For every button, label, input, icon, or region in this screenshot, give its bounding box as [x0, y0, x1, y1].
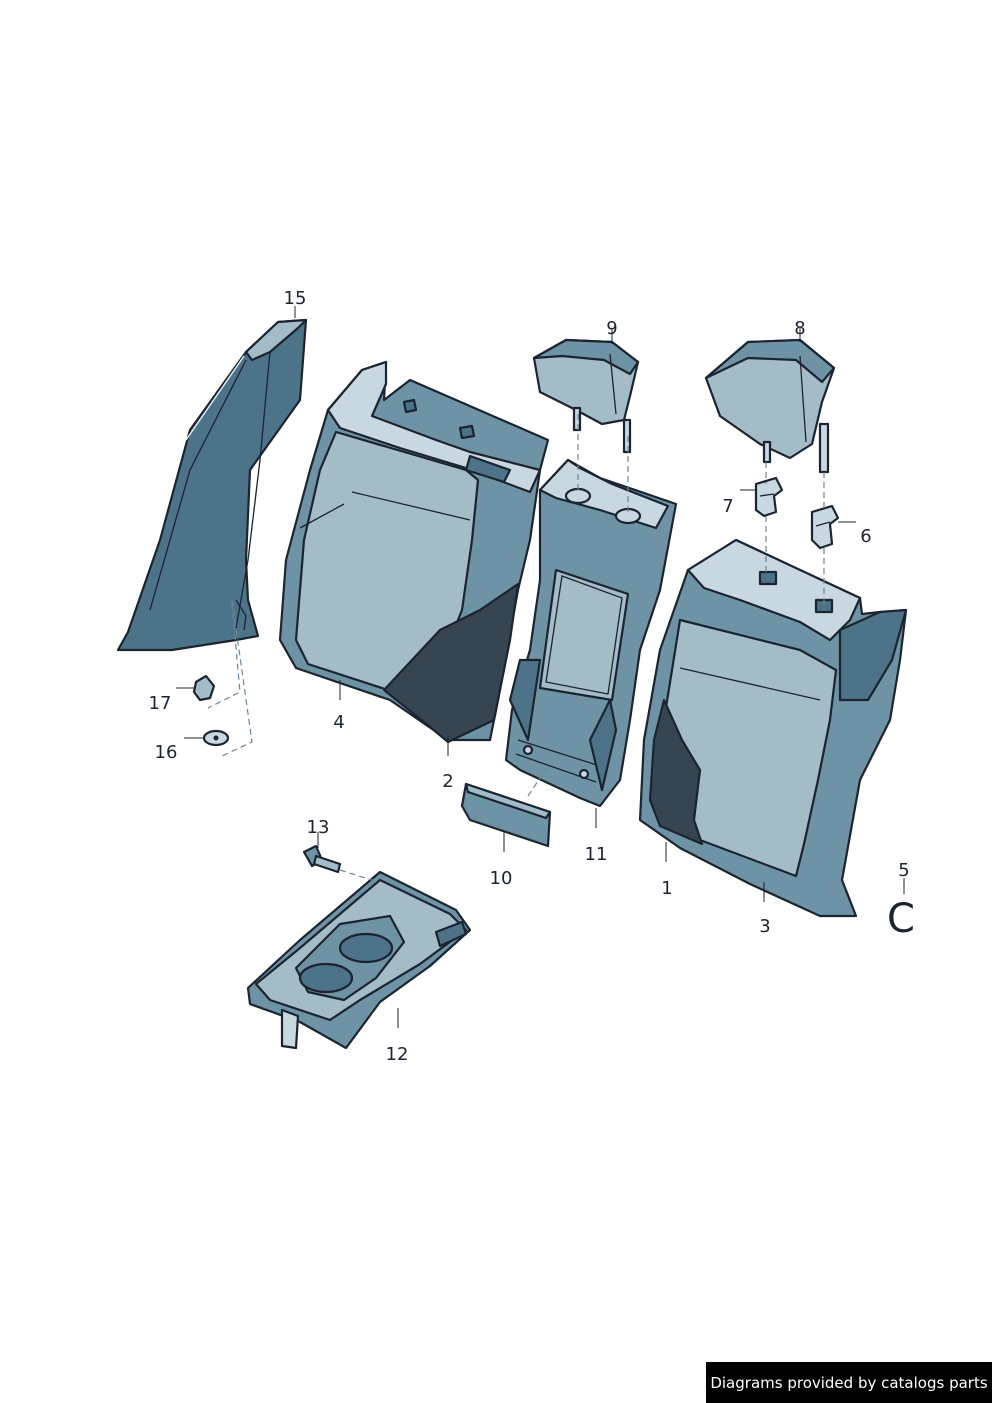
headrest-guide-6[interactable]	[810, 504, 840, 550]
callout-1: 1	[661, 878, 672, 899]
right-backrest[interactable]	[638, 538, 908, 918]
callout-13: 13	[307, 817, 330, 838]
side-trim-panel[interactable]	[116, 318, 308, 652]
credit-banner: Diagrams provided by catalogs parts	[706, 1362, 992, 1403]
center-backrest-frame[interactable]	[504, 458, 678, 808]
callout-6: 6	[860, 526, 871, 547]
callout-3: 3	[759, 916, 770, 937]
callout-17: 17	[149, 693, 172, 714]
variant-mark: C	[887, 896, 915, 942]
callout-16: 16	[155, 742, 178, 763]
leader-lines	[176, 306, 905, 1028]
callout-8: 8	[794, 318, 805, 339]
headrest-right[interactable]	[704, 338, 836, 474]
headrest-guide-7[interactable]	[754, 476, 784, 518]
headrest-center[interactable]	[532, 338, 640, 454]
callout-12: 12	[386, 1044, 409, 1065]
callout-5: 5	[898, 860, 909, 881]
nut-cap[interactable]	[192, 674, 216, 702]
bolt[interactable]	[302, 844, 342, 874]
callout-4: 4	[333, 712, 344, 733]
callout-2: 2	[442, 771, 453, 792]
left-backrest[interactable]	[278, 360, 550, 744]
callout-7: 7	[722, 496, 733, 517]
clip[interactable]	[202, 729, 230, 747]
callout-labels: 15 9 8 7 6 17 4 16 2 13 11 5 10 1 3 12 C	[149, 288, 915, 1065]
callout-9: 9	[606, 318, 617, 339]
callout-15: 15	[284, 288, 307, 309]
armrest-cupholder[interactable]	[246, 870, 472, 1050]
cover-strip[interactable]	[460, 782, 552, 848]
assembly-guides	[207, 414, 825, 883]
callout-10: 10	[490, 868, 513, 889]
callout-11: 11	[585, 844, 608, 865]
